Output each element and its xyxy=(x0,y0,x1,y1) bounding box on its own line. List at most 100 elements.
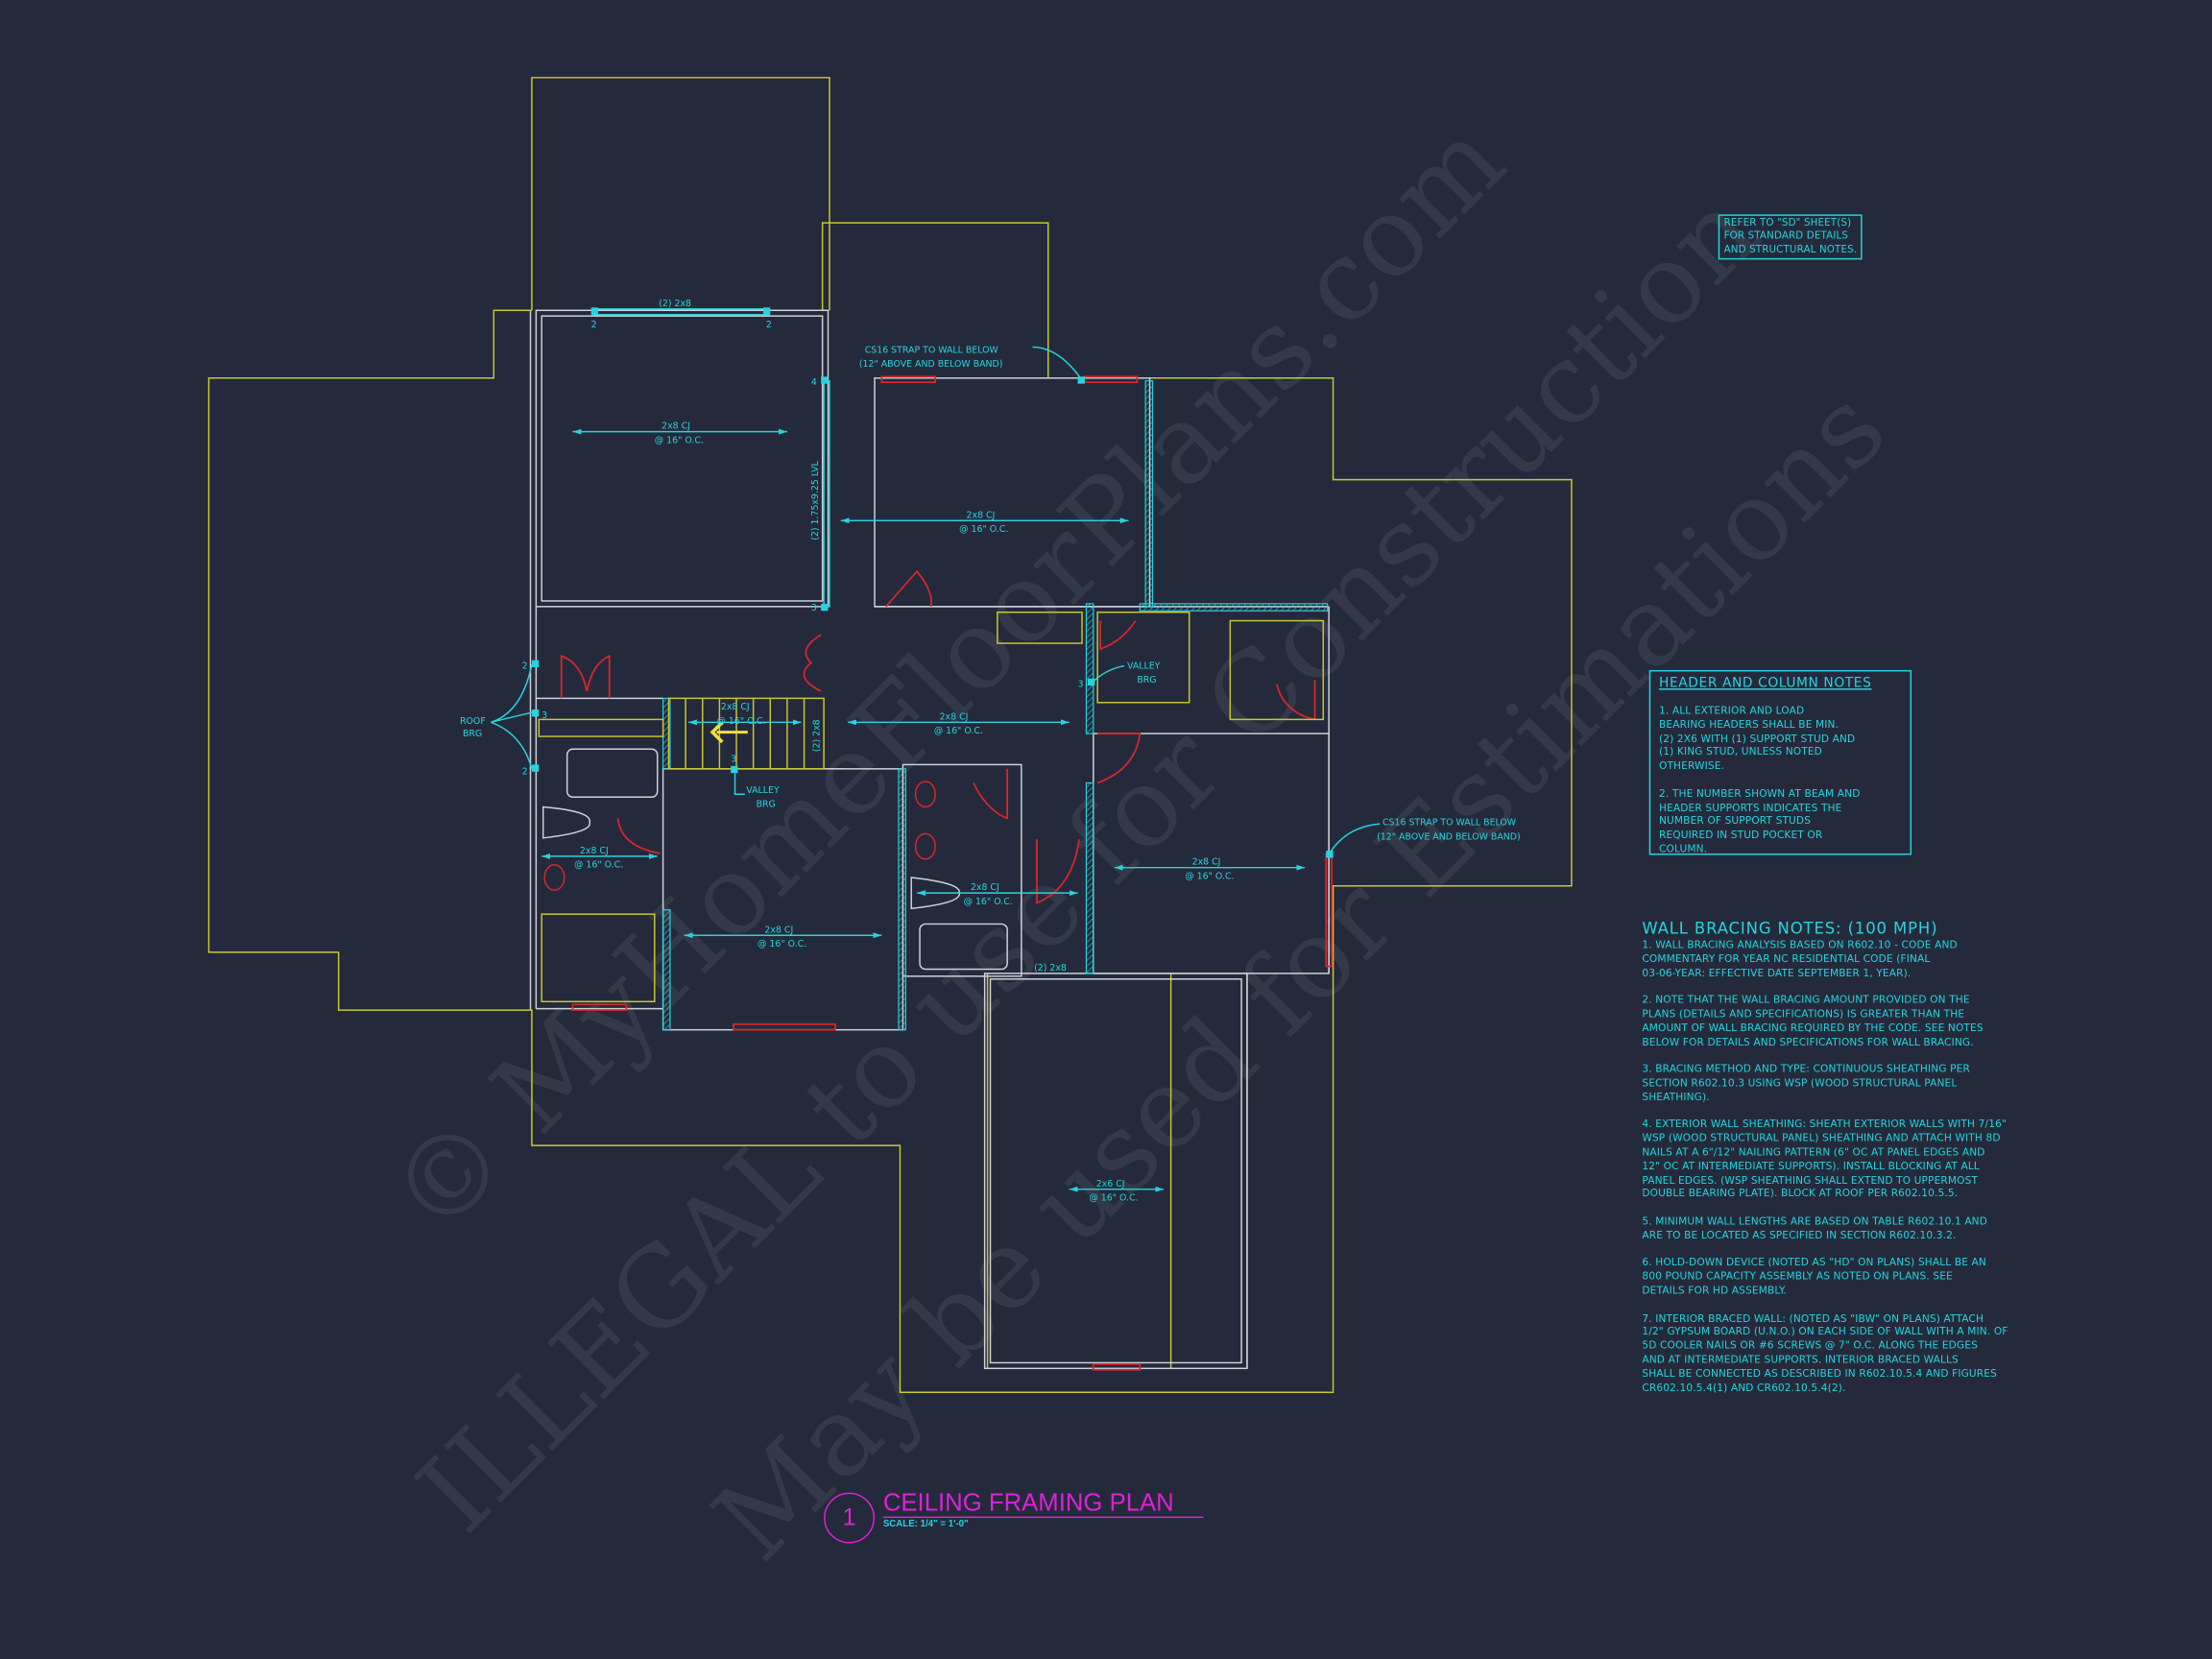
drawing-scale: SCALE: 1/4" = 1'-0" xyxy=(882,1519,969,1529)
note-paragraph: 2. NOTE THAT THE WALL BRACING AMOUNT PRO… xyxy=(1642,994,2008,1049)
note-line: REFER TO "SD" SHEET(S) xyxy=(1723,217,1852,229)
note-paragraph: 5. MINIMUM WALL LENGTHS ARE BASED ON TAB… xyxy=(1642,1214,2008,1242)
note-paragraph: 3. BRACING METHOD AND TYPE: CONTINUOUS S… xyxy=(1642,1063,2008,1104)
wall-bracing-notes: WALL BRACING NOTES: (100 MPH) 1. WALL BR… xyxy=(1642,920,2008,1395)
valley-bearing-label: VALLEY xyxy=(1127,661,1161,671)
note-line: 6. HOLD-DOWN DEVICE (NOTED AS "HD" ON PL… xyxy=(1642,1256,1986,1269)
note-line: AMOUNT OF WALL BRACING REQUIRED BY THE C… xyxy=(1642,1021,1984,1034)
note-line: 1. ALL EXTERIOR AND LOAD xyxy=(1659,704,1805,717)
note-line: BEARING HEADERS SHALL BE MIN. xyxy=(1659,717,1839,731)
note-line: SHEATHING). xyxy=(1642,1090,1710,1103)
joist-span-arrows xyxy=(541,428,1306,1192)
stud-count: 2 xyxy=(766,320,772,330)
note-line: AND STRUCTURAL NOTES. xyxy=(1723,243,1858,255)
refer-note: REFER TO "SD" SHEET(S) FOR STANDARD DETA… xyxy=(1718,214,1863,260)
note-line: COMMENTARY FOR YEAR NC RESIDENTIAL CODE … xyxy=(1642,951,1931,965)
header-column-notes: HEADER AND COLUMN NOTES 1. ALL EXTERIOR … xyxy=(1648,669,1912,856)
joist-spacing: @ 16" O.C. xyxy=(716,716,765,727)
note-line: ARE TO BE LOCATED AS SPECIFIED IN SECTIO… xyxy=(1642,1228,1957,1241)
note-line: AND AT INTERMEDIATE SUPPORTS. INTERIOR B… xyxy=(1642,1353,1959,1366)
stud-count: 3 xyxy=(1078,680,1084,690)
bearing-walls xyxy=(591,308,1329,1031)
note-line: PANEL EDGES. (WSP SHEATHING SHALL EXTEND… xyxy=(1642,1172,1979,1187)
note-line: BELOW FOR DETAILS AND SPECIFICATIONS FOR… xyxy=(1642,1034,1974,1048)
note-line: 3. BRACING METHOD AND TYPE: CONTINUOUS S… xyxy=(1642,1062,1970,1075)
note-paragraph: 1. WALL BRACING ANALYSIS BASED ON R602.1… xyxy=(1642,938,2008,979)
joist-spacing: @ 16" O.C. xyxy=(655,435,704,445)
stair xyxy=(667,697,825,770)
header-label: (2) 2x8 xyxy=(659,299,691,309)
joist-label: 2x8 CJ xyxy=(1192,857,1221,868)
note-line: OTHERWISE. xyxy=(1659,758,1725,773)
joist-label: 2x8 CJ xyxy=(580,846,609,856)
note-paragraph: 7. INTERIOR BRACED WALL: (NOTED AS "IBW"… xyxy=(1642,1311,2008,1394)
note-paragraph: 4. EXTERIOR WALL SHEATHING: SHEATH EXTER… xyxy=(1642,1118,2008,1200)
note-line: HEADER SUPPORTS INDICATES THE xyxy=(1659,800,1842,814)
joist-label: 2x8 CJ xyxy=(661,421,690,432)
roof-bearing-label: BRG xyxy=(463,729,482,739)
note-line: 1/2" GYPSUM BOARD (U.N.O.) ON EACH SIDE … xyxy=(1642,1325,2008,1338)
note-line: 4. EXTERIOR WALL SHEATHING: SHEATH EXTER… xyxy=(1642,1118,2007,1131)
beam-label: (2) 1.75x9.25 LVL xyxy=(810,461,821,541)
note-line: COLUMN. xyxy=(1659,842,1708,855)
valley-bearing-label: VALLEY xyxy=(746,785,780,796)
joist-spacing: @ 16" O.C. xyxy=(1089,1192,1138,1203)
note-line: 03-06-YEAR: EFFECTIVE DATE SEPTEMBER 1, … xyxy=(1642,965,1911,979)
stud-count: 3 xyxy=(541,710,547,721)
note-line: PLANS (DETAILS AND SPECIFICATIONS) IS GR… xyxy=(1642,1007,1965,1021)
notes-heading: WALL BRACING NOTES: (100 MPH) xyxy=(1642,920,1938,939)
note-line: CR602.10.5.4(1) AND CR602.10.5.4(2). xyxy=(1642,1380,1846,1394)
strap-note: CS16 STRAP TO WALL BELOW xyxy=(865,345,998,355)
drawing-title: CEILING FRAMING PLAN xyxy=(882,1488,1204,1519)
roof-bearing-label: ROOF xyxy=(460,716,486,727)
valley-bearing-label: BRG xyxy=(1137,675,1156,685)
note-line: NUMBER OF SUPPORT STUDS xyxy=(1659,814,1812,828)
note-paragraph: 6. HOLD-DOWN DEVICE (NOTED AS "HD" ON PL… xyxy=(1642,1256,2008,1297)
note-line: (1) KING STUD, UNLESS NOTED xyxy=(1659,745,1822,758)
joist-label: 2x8 CJ xyxy=(764,925,793,935)
stud-count: 3 xyxy=(811,603,817,613)
joist-label: 2x8 CJ xyxy=(940,711,969,722)
note-line: 2. NOTE THAT THE WALL BRACING AMOUNT PRO… xyxy=(1642,993,1970,1006)
leader-lines xyxy=(491,346,1381,853)
joist-label: 2x8 CJ xyxy=(721,702,750,712)
note-line: SHALL BE CONNECTED AS DESCRIBED IN R602.… xyxy=(1642,1366,1997,1380)
header-label: (2) 2x8 xyxy=(1034,963,1067,974)
joist-spacing: @ 16" O.C. xyxy=(934,726,983,736)
note-line: 800 POUND CAPACITY ASSEMBLY AS NOTED ON … xyxy=(1642,1269,1953,1283)
strap-note: (12" ABOVE AND BELOW BAND) xyxy=(859,359,1003,370)
note-line: 12" OC AT INTERMEDIATE SUPPORTS). INSTAL… xyxy=(1642,1159,1980,1172)
joist-spacing: @ 16" O.C. xyxy=(574,860,623,871)
stud-count: 4 xyxy=(811,377,817,388)
drawing-number: 1 xyxy=(824,1492,876,1544)
header-label: (2) 2x8 xyxy=(812,719,823,752)
note-line: (2) 2x6 WITH (1) SUPPORT STUD AND xyxy=(1659,732,1856,745)
notes-heading: HEADER AND COLUMN NOTES xyxy=(1659,675,1872,692)
note-line: DOUBLE BEARING PLATE). BLOCK AT ROOF PER… xyxy=(1642,1187,1959,1200)
joist-spacing: @ 16" O.C. xyxy=(757,939,806,950)
stud-count: 2 xyxy=(522,767,528,778)
note-line: 2. THE NUMBER SHOWN AT BEAM AND xyxy=(1659,786,1861,800)
note-line: FOR STANDARD DETAILS xyxy=(1723,230,1849,242)
joist-label: 2x6 CJ xyxy=(1096,1179,1125,1190)
note-line: NAILS AT A 6"/12" NAILING PATTERN (6" OC… xyxy=(1642,1145,1985,1159)
roof-outline xyxy=(207,77,1573,1394)
stud-count: 2 xyxy=(591,320,597,330)
note-line: 7. INTERIOR BRACED WALL: (NOTED AS "IBW"… xyxy=(1642,1310,1984,1325)
note-line: WSP (WOOD STRUCTURAL PANEL) SHEATHING AN… xyxy=(1642,1131,2001,1144)
strap-note: (12" ABOVE AND BELOW BAND) xyxy=(1377,831,1521,842)
note-line: 1. WALL BRACING ANALYSIS BASED ON R602.1… xyxy=(1642,938,1958,951)
joist-label: 2x8 CJ xyxy=(971,882,999,893)
note-line: REQUIRED IN STUD POCKET OR xyxy=(1659,828,1823,842)
joist-spacing: @ 16" O.C. xyxy=(1185,871,1234,881)
valley-bearing-label: BRG xyxy=(757,799,776,809)
note-line: DETAILS FOR HD ASSEMBLY. xyxy=(1642,1284,1787,1297)
note-line: 5. MINIMUM WALL LENGTHS ARE BASED ON TAB… xyxy=(1642,1214,1988,1228)
stud-count: 3 xyxy=(731,754,736,764)
note-line: 5d COOLER NAILS OR #6 SCREWS @ 7" O.C. A… xyxy=(1642,1338,1978,1352)
plan-labels: (2) 2x8 2 2 4 3 2 3 2 3 3 CS16 STRAP TO … xyxy=(460,299,1521,1204)
